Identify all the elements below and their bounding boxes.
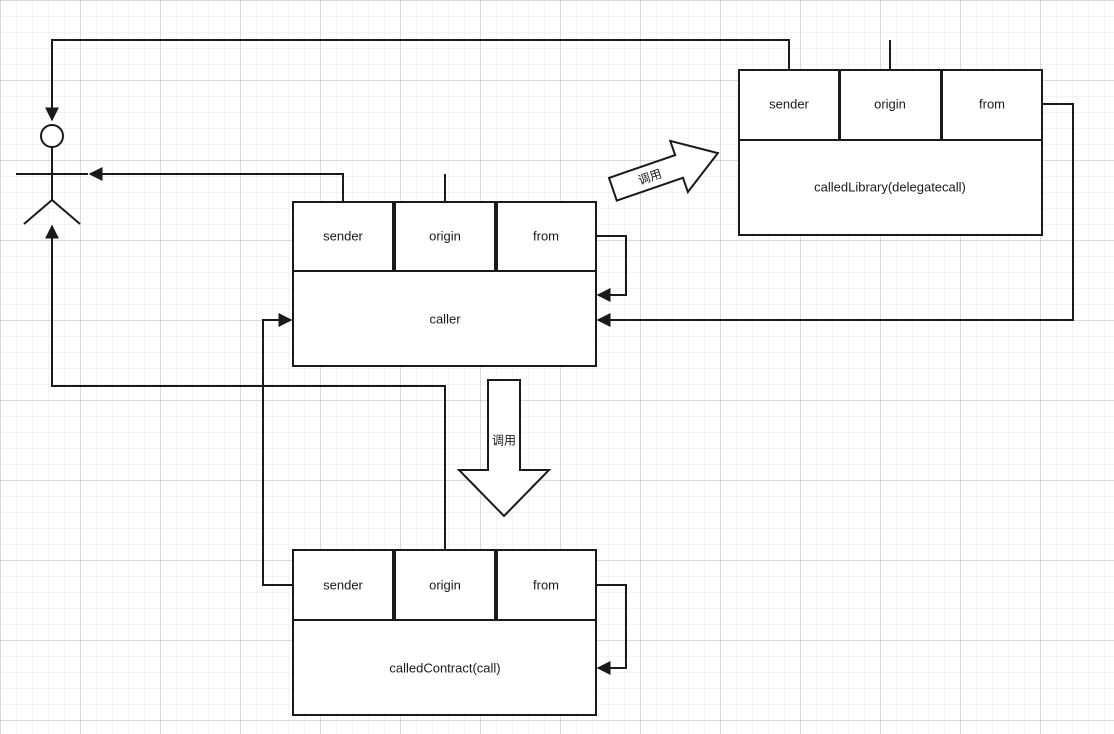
connectors	[45, 39, 1074, 675]
actor-icon	[16, 124, 88, 225]
library-from-label: from	[979, 96, 1005, 111]
call-arrow-down: 调用	[456, 379, 552, 518]
library-name-label: calledLibrary(delegatecall)	[814, 179, 966, 194]
caller-name-label: caller	[429, 311, 461, 326]
caller-block: sender origin from caller	[292, 201, 597, 367]
wire-contract-sender-to-caller	[262, 313, 293, 586]
caller-sender-label: sender	[323, 228, 363, 243]
library-from-cell	[941, 69, 1043, 141]
contract-from-cell	[496, 549, 597, 621]
wire-contract-from-loop	[596, 584, 627, 675]
contract-origin-cell	[394, 549, 496, 621]
call-arrow-diagonal: 调用	[607, 139, 720, 202]
wire-library-from-to-caller	[596, 103, 1074, 327]
caller-origin-label: origin	[429, 228, 461, 243]
contract-sender-label: sender	[323, 577, 363, 592]
contract-sender-cell	[292, 549, 394, 621]
wire-library-sender-to-actor	[45, 39, 790, 122]
caller-origin-cell	[394, 201, 496, 272]
wire-caller-from-loop	[596, 235, 627, 302]
contract-origin-label: origin	[429, 577, 461, 592]
wire-caller-sender-to-actor	[88, 167, 344, 202]
caller-sender-cell	[292, 201, 394, 272]
caller-from-cell	[496, 201, 597, 272]
contract-name-label: calledContract(call)	[389, 660, 500, 675]
call-arrow-down-label: 调用	[492, 434, 516, 448]
library-block: sender origin from calledLibrary(delegat…	[738, 69, 1043, 236]
wire-contract-origin-to-actor	[45, 224, 446, 550]
caller-from-label: from	[533, 228, 559, 243]
contract-from-label: from	[533, 577, 559, 592]
contract-block: sender origin from calledContract(call)	[292, 549, 597, 716]
library-sender-cell	[738, 69, 840, 141]
library-sender-label: sender	[769, 96, 809, 111]
library-origin-label: origin	[874, 96, 906, 111]
